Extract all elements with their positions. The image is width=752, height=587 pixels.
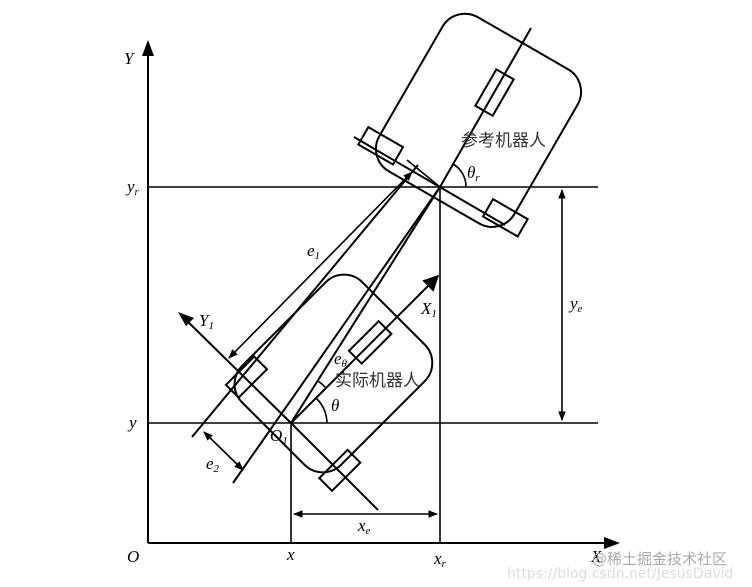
reference-robot-wheel-right (481, 197, 530, 238)
actual-robot-wheel-left (224, 355, 269, 399)
y-tick-label: y (129, 413, 137, 432)
theta-r-arc (452, 163, 467, 188)
x-tick-label: x (287, 545, 295, 564)
xe-label: xe (358, 516, 371, 537)
o1-label: O1 (270, 426, 288, 447)
origin-label: O (127, 547, 140, 566)
e1-label: e1 (307, 241, 321, 262)
theta-r-label: θr (467, 163, 480, 184)
etheta-arc (317, 380, 327, 389)
x-axis-label: X (591, 547, 602, 566)
body-y1-axis-back (290, 422, 379, 511)
x1-axis-label: X1 (421, 299, 437, 320)
body-y1-arrow-icon (178, 312, 194, 326)
watermark-url: https://blog.csdn.net/JesusDavid (507, 566, 734, 582)
body-x1-axis (290, 274, 440, 424)
e2-dimension-arrow (203, 431, 244, 471)
theta-label: θ (331, 396, 340, 415)
e2-extension-line (232, 186, 441, 484)
world-axes (142, 40, 620, 549)
actual-robot-caster (347, 319, 393, 366)
reference-robot-label: 参考机器人 (461, 131, 546, 151)
watermark-brand: @稀土掘金技术社区 (592, 550, 728, 568)
reference-pointer-line (406, 159, 441, 188)
yr-tick-label: yr (127, 177, 139, 198)
e1-dimension-arrow (228, 171, 413, 359)
e2-label: e2 (206, 454, 220, 475)
theta-arc (315, 397, 328, 424)
reference-heading-line (439, 27, 532, 188)
y-axis-label: Y (124, 49, 134, 68)
ye-label: ye (570, 294, 583, 315)
actual-robot-label: 实际机器人 (335, 371, 420, 391)
reference-lines (148, 186, 598, 543)
x-axis-arrow-icon (604, 537, 620, 549)
reference-robot-wheel-left (356, 125, 405, 166)
e1-reference-line (191, 164, 419, 438)
xr-tick-label: xr (434, 549, 446, 570)
reference-lateral-line (353, 136, 506, 226)
y1-axis-label: Y1 (199, 311, 214, 332)
actual-robot-wheel-right (317, 448, 362, 493)
body-y1-axis-front (181, 315, 292, 424)
etheta-label: eθ (334, 349, 347, 370)
y-axis-arrow-icon (142, 40, 154, 56)
